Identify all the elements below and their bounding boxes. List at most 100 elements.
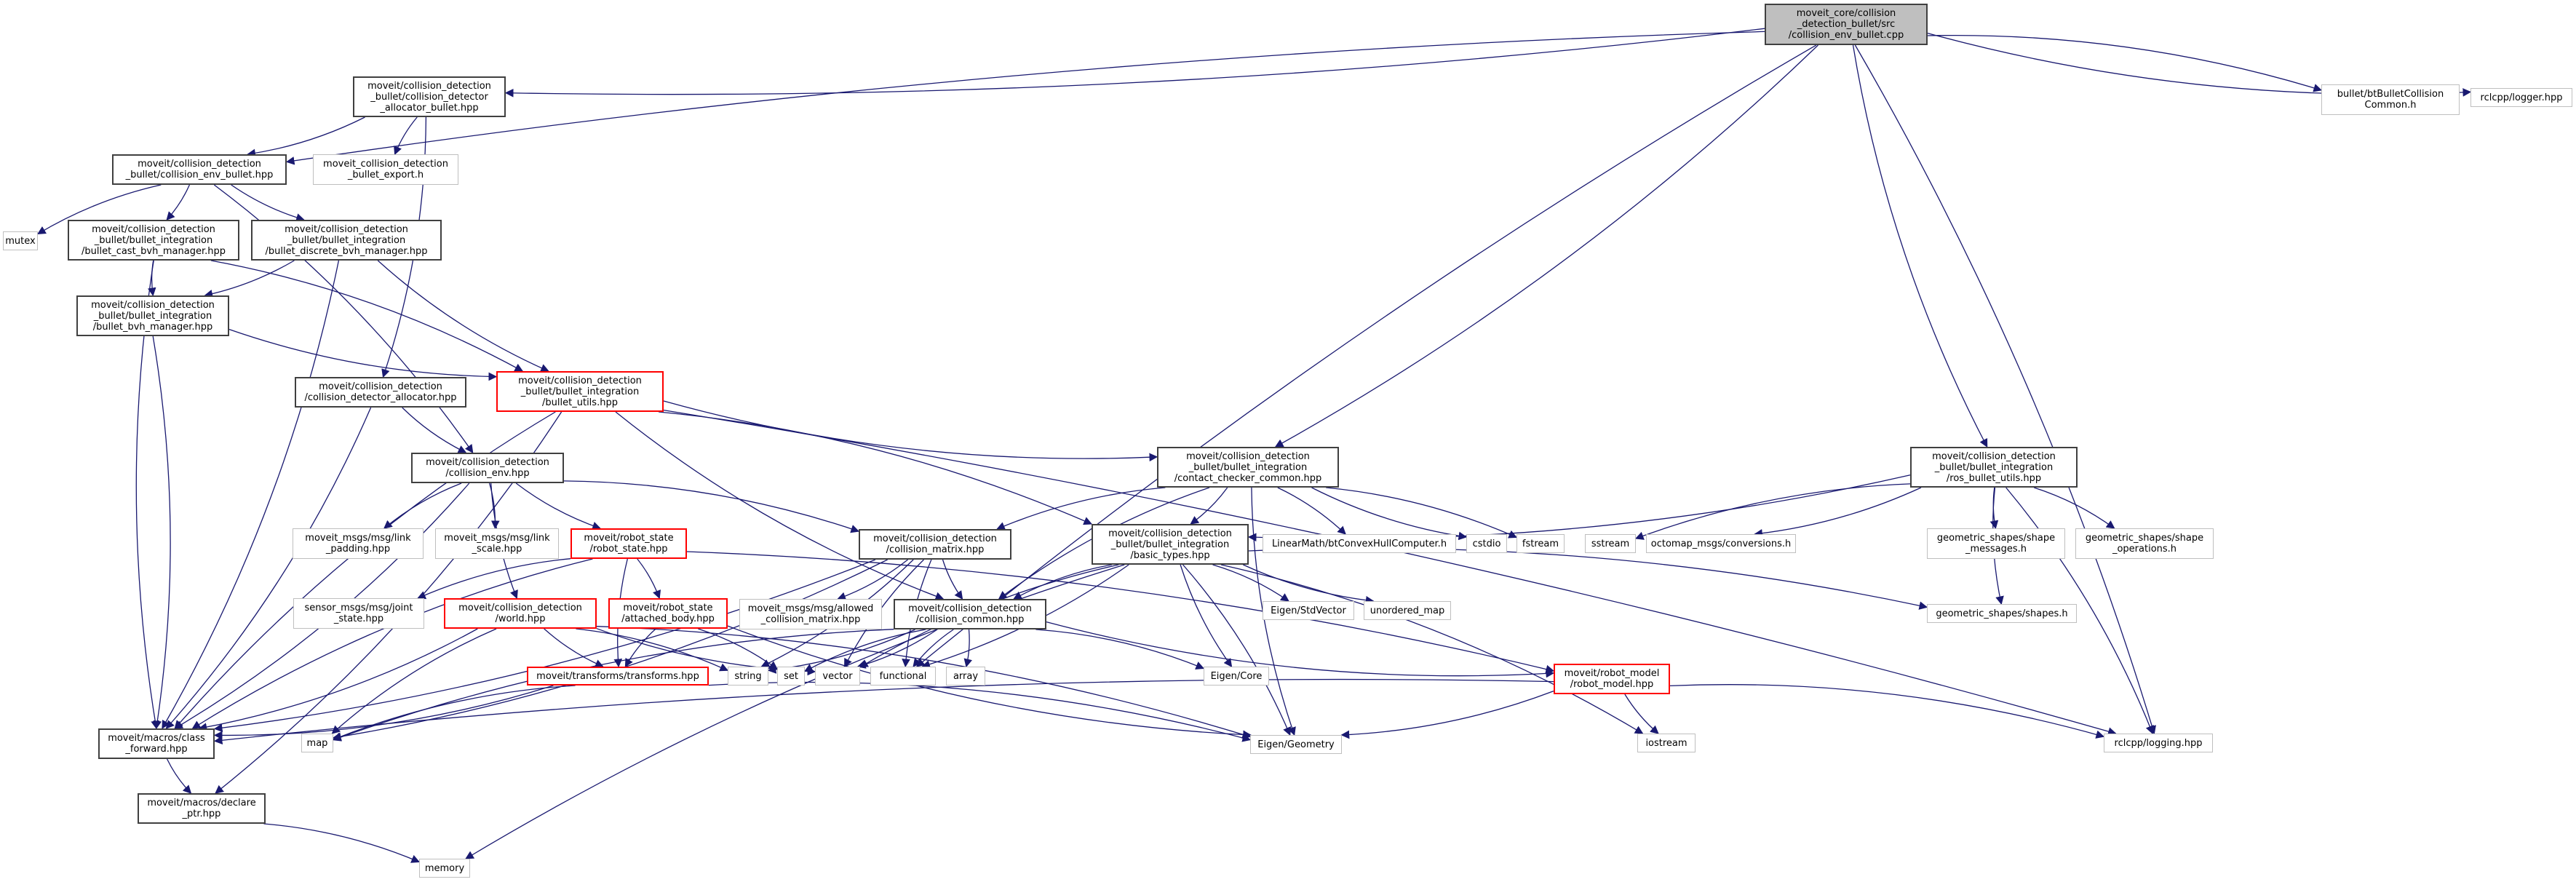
edge-world-to-geometry (596, 626, 1252, 739)
graph-node-map[interactable]: map (301, 734, 333, 752)
graph-node-set[interactable]: set (777, 667, 805, 686)
graph-node-unordered-map[interactable]: unordered_map (1364, 601, 1451, 620)
graph-node-common[interactable]: moveit/collision_detection /collision_co… (894, 599, 1046, 629)
graph-node-shapes[interactable]: geometric_shapes/shapes.h (1927, 604, 2077, 623)
edge-ros-utils-to-basic-types (1247, 474, 1911, 542)
graph-node-alloc-bullet[interactable]: moveit/collision_detection _bullet/colli… (353, 76, 506, 117)
edge-basic-types-to-stdvector (1212, 564, 1289, 602)
graph-node-joint-state[interactable]: sensor_msgs/msg/joint _state.hpp (293, 598, 424, 629)
edge-robot-model-to-iostream (1624, 694, 1659, 734)
graph-node-cast-bvh[interactable]: moveit/collision_detection _bullet/bulle… (68, 220, 239, 261)
graph-node-attached[interactable]: moveit/robot_state /attached_body.hpp (608, 598, 728, 629)
graph-node-transforms[interactable]: moveit/transforms/transforms.hpp (527, 667, 709, 686)
graph-node-export[interactable]: moveit_collision_detection _bullet_expor… (313, 154, 458, 185)
edge-env-to-link-scale (488, 482, 500, 530)
graph-node-cstdio[interactable]: cstdio (1466, 534, 1507, 553)
edge-robot-state-to-robot-model (686, 551, 1555, 674)
graph-node-logging[interactable]: rclcpp/logging.hpp (2104, 734, 2213, 752)
graph-node-mutex[interactable]: mutex (3, 231, 38, 250)
edge-contact-to-convexhull (1277, 487, 1346, 535)
graph-node-robot-state[interactable]: moveit/robot_state /robot_state.hpp (571, 528, 687, 559)
edge-world-to-string (576, 628, 729, 672)
graph-node-env-bullet[interactable]: moveit/collision_detection _bullet/colli… (112, 154, 287, 185)
edge-cast-bvh-to-bullet-utils (210, 260, 524, 372)
edge-basic-types-to-shapes (1248, 547, 1928, 610)
graph-node-det-alloc[interactable]: moveit/collision_detection /collision_de… (295, 377, 466, 408)
graph-node-convexhull[interactable]: LinearMath/btConvexHullComputer.h (1263, 534, 1456, 553)
edge-root-to-alloc-bullet (504, 28, 1765, 98)
edge-basic-types-to-unordered-map (1243, 564, 1375, 605)
graph-node-functional[interactable]: functional (870, 667, 936, 686)
graph-node-ros-utils[interactable]: moveit/collision_detection _bullet/bulle… (1910, 447, 2078, 488)
edge-bvh-to-bullet-utils (228, 328, 498, 381)
edge-attached-to-geometry (727, 625, 1252, 739)
edge-bullet-utils-to-common (615, 411, 945, 600)
graph-node-shape-ops[interactable]: geometric_shapes/shape _operations.h (2075, 528, 2214, 559)
edge-transforms-to-map (332, 685, 576, 741)
graph-node-bvh[interactable]: moveit/collision_detection _bullet/bulle… (76, 295, 229, 336)
edge-common-to-functional (913, 629, 954, 667)
graph-node-basic-types[interactable]: moveit/collision_detection _bullet/bulle… (1092, 524, 1249, 565)
edge-bvh-to-class-forward (152, 335, 171, 730)
graph-node-string[interactable]: string (728, 667, 768, 686)
edge-contact-to-fstream (1326, 487, 1518, 539)
graph-node-shape-msgs[interactable]: geometric_shapes/shape _messages.h (1927, 528, 2065, 559)
edge-class-forward-to-declare-ptr (167, 758, 192, 794)
graph-node-iostream[interactable]: iostream (1637, 734, 1696, 752)
graph-node-memory[interactable]: memory (419, 859, 470, 878)
graph-node-env[interactable]: moveit/collision_detection /collision_en… (411, 453, 564, 483)
graph-node-robot-model[interactable]: moveit/robot_model /robot_model.hpp (1554, 664, 1670, 694)
graph-node-matrix[interactable]: moveit/collision_detection /collision_ma… (859, 529, 1011, 560)
edge-contact-to-basic-types (1190, 487, 1228, 525)
edge-common-to-vector (856, 629, 938, 669)
edge-world-to-transforms (544, 628, 604, 668)
edge-attached-to-transforms (624, 628, 656, 668)
edge-ros-utils-to-logging (2005, 487, 2154, 735)
graph-node-bullet-utils[interactable]: moveit/collision_detection _bullet/bulle… (496, 371, 664, 412)
edge-common-to-robot-model (1046, 621, 1555, 678)
edge-robot-model-to-geometry (1340, 690, 1554, 739)
edge-env-bullet-to-mutex (36, 184, 162, 234)
edge-env-to-link-padding (383, 482, 462, 529)
edge-root-to-env-bullet (285, 31, 1765, 165)
edge-common-to-string (767, 629, 915, 674)
graph-node-vector[interactable]: vector (815, 667, 860, 686)
edge-basic-types-to-memory (465, 564, 1125, 859)
graph-node-array[interactable]: array (946, 667, 985, 686)
edge-robot-state-to-joint-state (417, 558, 571, 600)
graph-node-root[interactable]: moveit_core/collision _detection_bullet/… (1765, 4, 1928, 45)
graph-node-world[interactable]: moveit/collision_detection /world.hpp (444, 598, 597, 629)
edge-root-to-logging (1854, 44, 2156, 735)
graph-node-stdvector[interactable]: Eigen/StdVector (1263, 601, 1354, 620)
graph-node-link-padding[interactable]: moveit_msgs/msg/link _padding.hpp (293, 528, 424, 559)
edge-det-alloc-to-class-forward (165, 407, 372, 729)
graph-node-link-scale[interactable]: moveit_msgs/msg/link _scale.hpp (435, 528, 559, 559)
graph-node-fstream[interactable]: fstream (1516, 534, 1565, 553)
edge-root-to-btcommon (1927, 34, 2323, 92)
edge-robot-model-to-class-forward (213, 678, 1554, 745)
edge-alloc-bullet-to-env-bullet (247, 116, 365, 158)
graph-node-logger[interactable]: rclcpp/logger.hpp (2470, 88, 2572, 107)
edge-root-to-functional (915, 44, 1817, 667)
edge-common-to-eigen-core (1035, 629, 1205, 670)
graph-node-geometry[interactable]: Eigen/Geometry (1250, 735, 1342, 754)
graph-node-declare-ptr[interactable]: moveit/macros/declare _ptr.hpp (138, 793, 266, 824)
edge-env-to-robot-state (515, 482, 601, 531)
edge-env-to-matrix (563, 480, 860, 533)
graph-node-allowed[interactable]: moveit_msgs/msg/allowed _collision_matri… (739, 599, 882, 629)
edge-basic-types-to-eigen-core (1180, 564, 1233, 667)
graph-node-eigen-core[interactable]: Eigen/Core (1204, 667, 1269, 686)
graph-node-sstream[interactable]: sstream (1585, 534, 1636, 553)
graph-node-discrete-bvh[interactable]: moveit/collision_detection _bullet/bulle… (251, 220, 442, 261)
edge-matrix-to-common (942, 559, 963, 600)
graph-node-contact[interactable]: moveit/collision_detection _bullet/bulle… (1157, 447, 1339, 488)
edge-ros-utils-to-octomap (1754, 487, 1922, 538)
edge-det-alloc-to-env (402, 407, 467, 453)
edge-attached-to-set (698, 628, 778, 670)
graph-node-class-forward[interactable]: moveit/macros/class _forward.hpp (98, 728, 215, 759)
graph-node-octomap[interactable]: octomap_msgs/conversions.h (1646, 534, 1796, 553)
edge-robot-state-to-attached (637, 558, 661, 600)
graph-node-btcommon[interactable]: bullet/btBulletCollision Common.h (2321, 84, 2460, 115)
edge-contact-to-cstdio (1311, 487, 1468, 541)
